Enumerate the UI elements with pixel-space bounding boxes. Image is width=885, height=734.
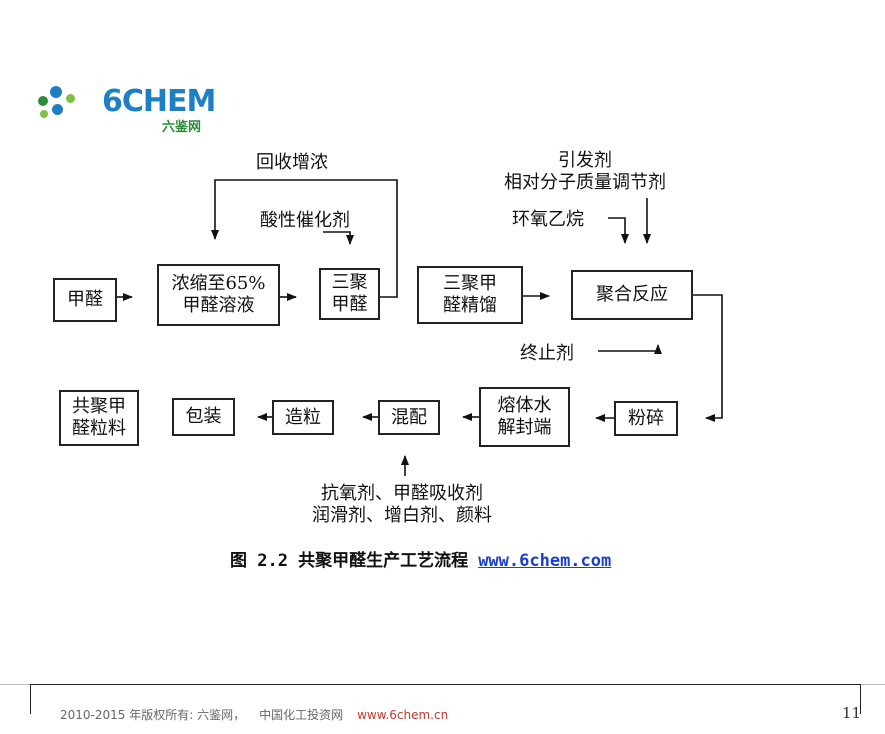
label-recycle: 回收增浓 [256,152,328,173]
logo-sub-text: 六鉴网 [162,120,202,135]
box-trioxane: 三聚 甲醛 [319,268,380,320]
box-mixing: 混配 [378,400,440,435]
box-formaldehyde: 甲醛 [53,278,117,322]
page-number: 11 [842,704,862,722]
label-initiator: 引发剂 相对分子质量调节剂 [504,150,666,193]
footer-copyright-text: 2010-2015 年版权所有: 六鉴网， [60,708,246,722]
logo-molecule-icon [38,96,48,106]
label-additives: 抗氧剂、甲醛吸收剂 润滑剂、增白剂、颜料 [312,483,492,526]
footer-divider [30,684,31,714]
label-terminator: 终止剂 [520,343,574,364]
logo-molecule-icon [66,94,75,103]
footer-partner: 中国化工投资网 [259,708,344,722]
box-polymerization: 聚合反应 [571,270,693,320]
logo-molecule-icon [40,110,48,118]
box-concentrate: 浓缩至65% 甲醛溶液 [157,264,280,326]
footer-divider [0,684,30,685]
label-ethylene-oxide: 环氧乙烷 [512,209,584,230]
footer-divider [860,684,885,685]
footer-url-link[interactable]: www.6chem.cn [357,708,449,722]
box-product: 共聚甲 醛粒料 [59,390,139,446]
box-granulating: 造粒 [272,400,334,435]
footer-divider [860,684,861,714]
box-refining: 三聚甲 醛精馏 [417,266,523,324]
site-logo[interactable]: 6CHEM 六鉴网 [34,82,216,135]
figure-caption: 图 2.2 共聚甲醛生产工艺流程 www.6chem.com [230,546,611,571]
caption-text: 图 2.2 共聚甲醛生产工艺流程 [230,551,469,571]
logo-brand-text: 6CHEM [102,84,216,119]
logo-molecule-icon [52,104,63,115]
label-acid-catalyst: 酸性催化剂 [260,210,350,231]
box-packaging: 包装 [172,398,235,436]
logo-molecule-icon [50,86,62,98]
box-melt-hydrolysis: 熔体水 解封端 [479,387,570,447]
footer-divider [30,684,860,685]
footer-copyright: 2010-2015 年版权所有: 六鉴网， 中国化工投资网 www.6chem.cn [60,706,448,723]
box-crushing: 粉碎 [614,401,678,436]
caption-link[interactable]: www.6chem.com [478,551,612,571]
